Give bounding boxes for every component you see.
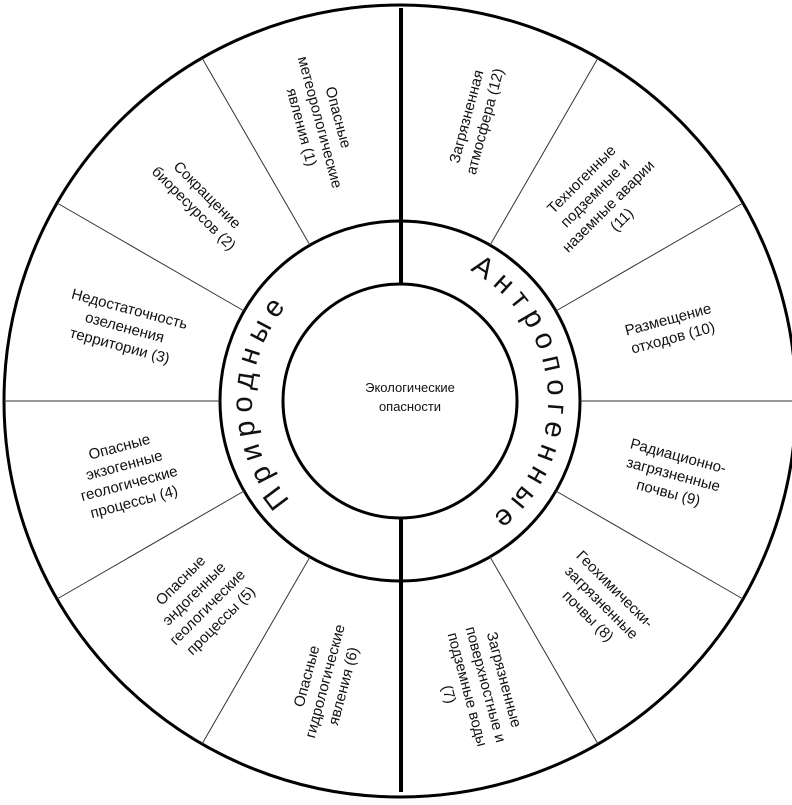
- svg-text:Недостаточностьозеленениятерри: Недостаточностьозеленениятерритории (3): [60, 286, 190, 370]
- svg-text:Опасныегидрологическиеявления: Опасныегидрологическиеявления (6): [284, 618, 367, 745]
- segment-divider: [56, 490, 245, 600]
- segment-divider: [489, 57, 599, 246]
- segment-divider: [201, 556, 311, 745]
- segment-divider: [489, 556, 599, 745]
- segment-label: Техногенныеподземные иназемные аварии(11…: [532, 130, 671, 269]
- svg-text:Техногенныеподземные иназемные: Техногенныеподземные иназемные аварии(11…: [532, 130, 671, 269]
- segment-label: Размещениеотходов (10): [623, 300, 718, 358]
- segment-label: Геохимически-загрязненныепочвы (8): [546, 547, 657, 658]
- svg-text:Опасныеэндогенныегеологические: Опасныеэндогенныегеологическиепроцессы (…: [140, 539, 263, 662]
- segment-label: Опасныеметеорологическиеявления (1): [275, 50, 363, 196]
- svg-text:Радиационно-загрязненныепочвы: Радиационно-загрязненныепочвы (9): [619, 435, 728, 514]
- segment-divider: [555, 202, 744, 312]
- segment-label: Радиационно-загрязненныепочвы (9): [619, 435, 728, 514]
- segment-label: Опасныегидрологическиеявления (6): [284, 618, 367, 745]
- svg-text:Опасныеэкзогенныегеологические: Опасныеэкзогенныегеологическиепроцессы (…: [69, 426, 184, 523]
- svg-text:Загрязненныеповерхностные ипод: Загрязненныеповерхностные иподземные вод…: [425, 620, 527, 754]
- segment-label: Опасныеэндогенныегеологическиепроцессы (…: [140, 539, 263, 662]
- inner-circle: [281, 282, 519, 520]
- segment-label: Загрязненнаяатмосфера (12): [445, 62, 508, 177]
- segment-label: Сокращениебиоресурсов (2): [148, 150, 252, 254]
- segment-divider: [56, 202, 245, 312]
- diagram-shapes: [2, 3, 792, 799]
- segment-divider: [201, 57, 311, 246]
- svg-text:Сокращениебиоресурсов (2): Сокращениебиоресурсов (2): [148, 150, 252, 254]
- segment-label: Загрязненныеповерхностные иподземные вод…: [425, 620, 527, 754]
- svg-text:Геохимически-загрязненныепочвы: Геохимически-загрязненныепочвы (8): [546, 547, 657, 658]
- svg-text:Размещениеотходов (10): Размещениеотходов (10): [623, 300, 718, 358]
- svg-text:Загрязненнаяатмосфера (12): Загрязненнаяатмосфера (12): [445, 62, 508, 177]
- segment-divider: [555, 490, 744, 600]
- segment-label: Недостаточностьозеленениятерритории (3): [60, 286, 190, 370]
- svg-text:Опасныеметеорологическиеявлени: Опасныеметеорологическиеявления (1): [275, 50, 363, 196]
- segment-label: Опасныеэкзогенныегеологическиепроцессы (…: [69, 426, 184, 523]
